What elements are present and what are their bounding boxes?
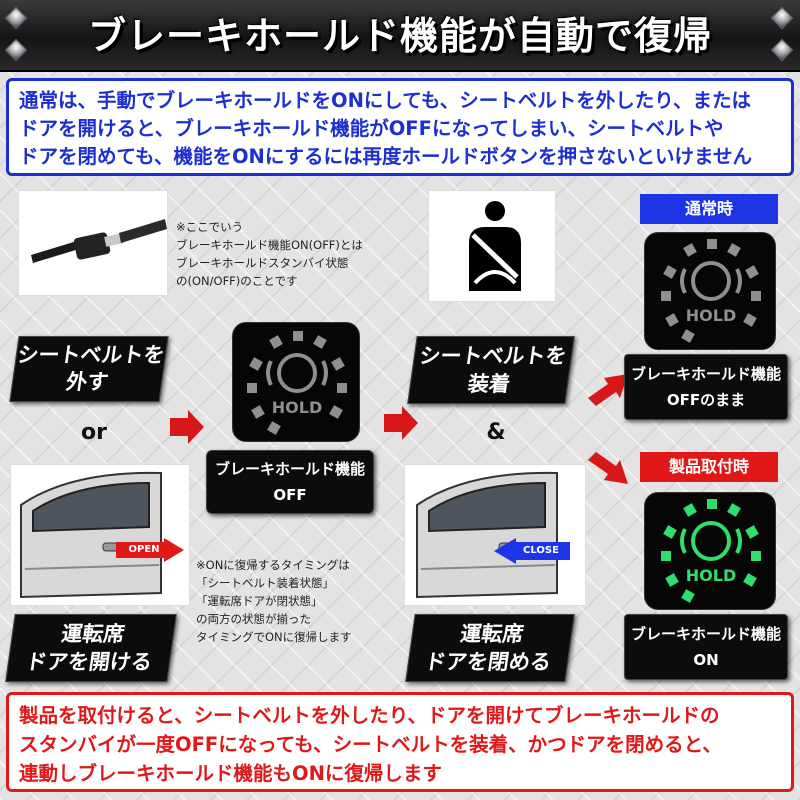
hold-indicator-normal: HOLD	[644, 232, 776, 350]
close-tag: CLOSE	[523, 545, 559, 556]
open-tag: OPEN	[128, 544, 160, 555]
hold-text: HOLD	[686, 306, 736, 325]
door-close-label: 運転席 ドアを閉める	[405, 614, 575, 682]
car-door-open-icon	[20, 471, 162, 599]
and-label: &	[486, 420, 506, 445]
arrow-up-right-icon	[588, 372, 628, 408]
seatbelt-person-icon	[469, 201, 521, 291]
status-off-label: ブレーキホールド機能 OFF	[206, 450, 374, 514]
car-door-closed-icon	[416, 471, 558, 599]
open-door-image	[10, 464, 190, 606]
seatbelt-off-label: シートベルトを 外す	[9, 336, 169, 402]
close-arrow-icon	[494, 538, 570, 564]
installed-result-label: ブレーキホールド機能 ON	[624, 614, 788, 680]
notice-box: 通常は、手動でブレーキホールドをONにしても、シートベルトを外したり、または ド…	[6, 78, 794, 176]
door-open-label: 運転席 ドアを開ける	[5, 614, 177, 682]
brake-hold-gray-icon: HOLD	[661, 239, 761, 343]
or-label: or	[81, 420, 107, 445]
seatbelt-on-label: シートベルトを 装着	[407, 336, 575, 404]
seatbelt-buckle-icon	[31, 219, 167, 263]
open-arrow-icon	[116, 538, 184, 562]
hold-text: HOLD	[272, 398, 322, 417]
installed-tag: 製品取付時	[640, 452, 778, 482]
brake-hold-off-icon: HOLD	[247, 331, 347, 435]
hold-indicator-off: HOLD	[232, 322, 360, 442]
result-box: 製品を取付けると、シートベルトを外したり、ドアを開けてブレーキホールドの スタン…	[6, 692, 794, 792]
close-door-image	[404, 464, 586, 606]
normal-tag: 通常時	[640, 194, 778, 224]
hold-text: HOLD	[686, 566, 736, 585]
arrow-down-right-icon	[588, 450, 628, 486]
page-title: ブレーキホールド機能が自動で復帰	[87, 14, 712, 58]
hold-indicator-on: HOLD	[644, 492, 776, 610]
normal-result-label: ブレーキホールド機能 OFFのまま	[624, 354, 788, 420]
title-bar: ブレーキホールド機能が自動で復帰	[0, 0, 800, 72]
arrow-right-icon	[384, 406, 418, 440]
note-top: ※ここでいう ブレーキホールド機能ON(OFF)とは ブレーキホールドスタンバイ…	[176, 220, 363, 288]
note-bottom: ※ONに復帰するタイミングは 「シートベルト装着状態」 「運転席ドアが閉状態」 …	[196, 558, 352, 644]
seatbelt-buckle-image	[18, 190, 168, 296]
brake-hold-green-icon: HOLD	[661, 499, 761, 603]
arrow-right-icon	[170, 410, 204, 444]
open-arrow: OPEN	[116, 538, 184, 562]
seatbelt-pictogram	[428, 190, 556, 302]
close-arrow: CLOSE	[494, 538, 570, 564]
